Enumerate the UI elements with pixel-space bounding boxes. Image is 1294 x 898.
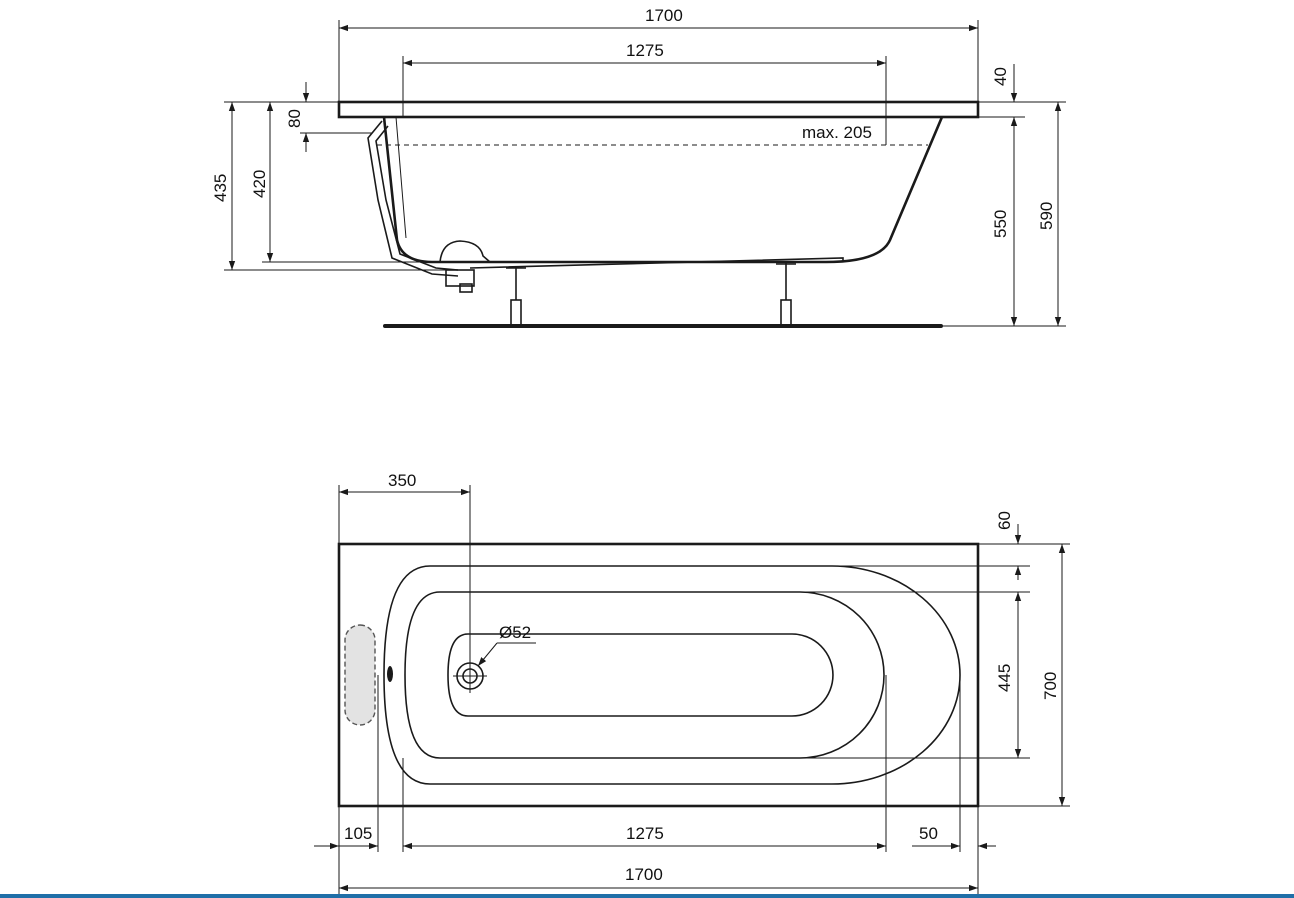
tub-bottom-skirt — [469, 257, 844, 269]
dim-total-height-left: 435 — [211, 174, 230, 202]
dim-left-offset: 105 — [344, 824, 372, 843]
rim-contour — [383, 565, 961, 785]
tub-body — [382, 116, 944, 264]
dim-inner-length-top: 1275 — [626, 824, 664, 843]
dim-drain-offset: 350 — [388, 471, 416, 490]
dim-total-height-right: 590 — [1037, 202, 1056, 230]
tub-rim — [337, 100, 980, 119]
leg-right — [776, 262, 796, 326]
side-view: max. 205 1700 1275 — [211, 6, 1066, 328]
dim-rim-thickness: 40 — [991, 67, 1010, 86]
overflow-pipe-inner — [375, 125, 459, 271]
dim-overall-length-side: 1700 — [645, 6, 683, 25]
drain-trap-cap — [459, 283, 473, 293]
floor-line — [383, 324, 943, 328]
dim-rim-width: 60 — [995, 511, 1014, 530]
drain-leader — [477, 642, 498, 667]
accent-rule — [0, 894, 1294, 898]
tub-outline — [337, 542, 980, 808]
dim-drain-height: 420 — [250, 170, 269, 198]
overflow-pipe — [367, 120, 459, 277]
dim-inner-width: 445 — [995, 664, 1014, 692]
dim-overall-length-top: 1700 — [625, 865, 663, 884]
leg-left — [506, 266, 526, 326]
headrest-area — [344, 624, 376, 726]
dim-overflow-height: 80 — [285, 109, 304, 128]
floor-contour — [447, 633, 834, 717]
dim-right-offset: 50 — [919, 824, 938, 843]
top-view: Ø52 350 60 445 700 105 — [314, 471, 1070, 894]
tub-inner-wall — [395, 116, 407, 239]
dim-overall-width: 700 — [1041, 672, 1060, 700]
overflow-hole — [387, 666, 393, 682]
dim-inner-depth: 550 — [991, 210, 1010, 238]
drain-body — [439, 240, 491, 263]
basin-contour — [404, 591, 885, 759]
max-fill-label: max. 205 — [802, 123, 872, 142]
dim-inner-length-side: 1275 — [626, 41, 664, 60]
dim-drain-diameter: Ø52 — [499, 623, 531, 642]
